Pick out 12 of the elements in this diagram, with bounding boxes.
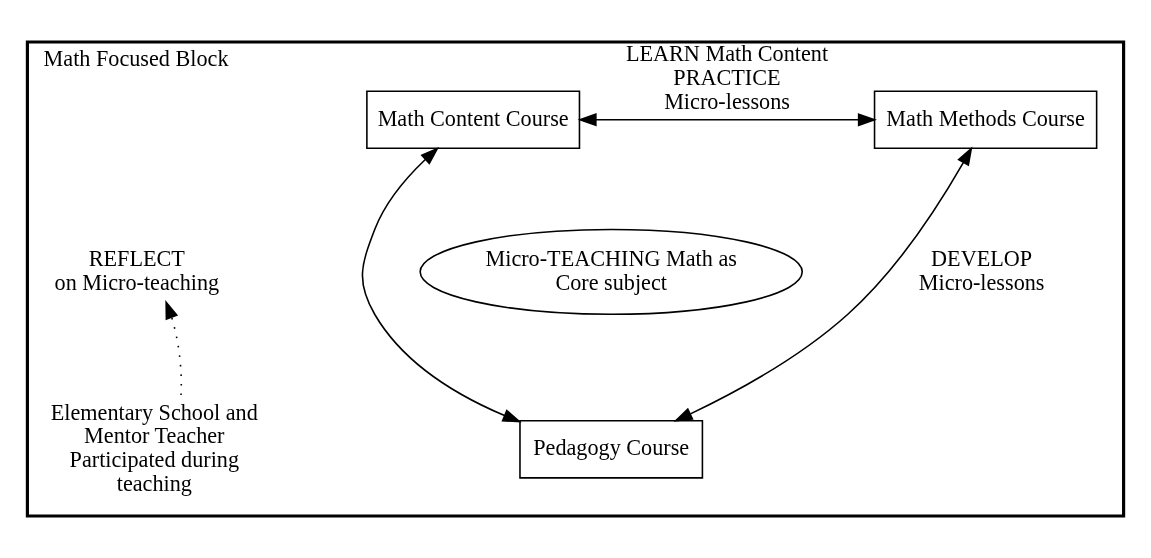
arrow	[361, 147, 522, 423]
arrow	[577, 113, 877, 127]
edge-label: LEARN Math Content PRACTICE Micro-lessons	[625, 41, 829, 114]
node-text: Elementary School and Mentor Teacher Participated during teaching	[50, 399, 258, 496]
node-box: Math Methods Course	[873, 90, 1098, 150]
node-box: Pedagogy Course	[519, 420, 704, 479]
arrow	[673, 146, 973, 422]
node-box: Math Content Course	[366, 90, 581, 150]
arrow	[165, 299, 183, 396]
node-ellipse: Micro-TEACHING Math as Core subject	[419, 228, 804, 316]
node-text: REFLECT on Micro-teaching	[54, 245, 220, 295]
edge-label: DEVELOP Micro-lessons	[918, 245, 1045, 295]
